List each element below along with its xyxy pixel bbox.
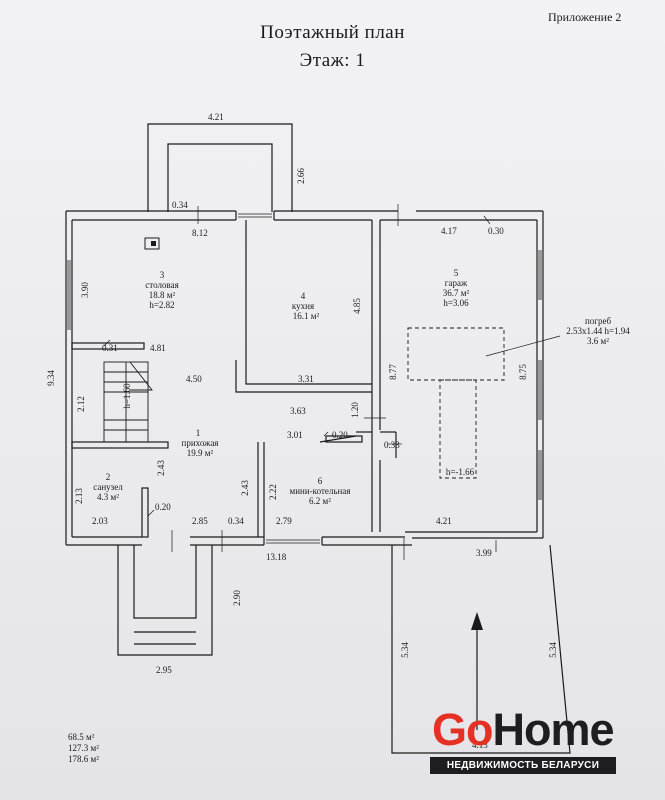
dim-label: 0.33	[384, 440, 400, 450]
dim-label: 3.90	[80, 282, 90, 298]
vertical-dimension-labels: 2.66 3.90 4.85 9.34 8.77 8.75 2.12 h=1.6…	[46, 168, 558, 658]
north-arrow-icon	[471, 612, 483, 730]
room-height: h=2.82	[149, 300, 174, 310]
dim-label: 2.22	[268, 484, 278, 500]
room-area: 6.2 м²	[309, 496, 331, 506]
room-name: столовая	[145, 280, 178, 290]
cellar-name: погреб	[585, 316, 612, 326]
room-number: 4	[301, 291, 306, 301]
dim-label: 2.79	[276, 516, 292, 526]
dim-label: 2.66	[296, 168, 306, 184]
appendix-label: Приложение 2	[548, 10, 622, 24]
logo-home: Home	[492, 704, 615, 755]
dim-label: 3.31	[298, 374, 314, 384]
dim-label: 8.75	[518, 364, 528, 380]
room-area: 4.3 м²	[97, 492, 119, 502]
logo-wordmark: GoHome	[432, 704, 615, 756]
room-name: кухня	[292, 301, 314, 311]
dim-label: 2.03	[92, 516, 108, 526]
dimension-labels: 4.21 0.34 8.12 4.17 0.30 0.31 4.81 4.50 …	[92, 112, 504, 750]
dim-label: 3.01	[287, 430, 303, 440]
dim-label: 5.34	[548, 642, 558, 658]
dim-label: h=1.60	[122, 383, 132, 409]
driveway	[391, 544, 571, 754]
room-labels: 3 столовая 18.8 м² h=2.82 4 кухня 16.1 м…	[93, 268, 630, 506]
dim-label: 4.85	[352, 298, 362, 314]
cellar-size: 2.53x1.44 h=1.94	[566, 326, 630, 336]
dim-label: 3.99	[476, 548, 492, 558]
cellar-outline	[407, 327, 505, 479]
dim-label: 0.34	[172, 200, 188, 210]
dim-label: 2.43	[156, 460, 166, 476]
dim-label: 0.20	[155, 502, 171, 512]
plan-title: Поэтажный план	[260, 22, 405, 43]
dim-label: 1.20	[350, 402, 360, 418]
room-area: 18.8 м²	[149, 290, 176, 300]
dim-label: 2.85	[192, 516, 208, 526]
entrance-stairs	[117, 545, 213, 656]
dim-label: 2.43	[240, 480, 250, 496]
windows	[67, 213, 542, 544]
dim-label: 4.17	[441, 226, 457, 236]
heater-icon	[144, 237, 160, 250]
room-number: 1	[196, 428, 201, 438]
staircase	[103, 361, 153, 443]
gohome-logo: GoHome НЕДВИЖИМОСТЬ БЕЛАРУСИ	[430, 704, 616, 774]
dim-label: 5.34	[400, 642, 410, 658]
dim-label: 8.12	[192, 228, 208, 238]
dim-label: 0.20	[332, 430, 348, 440]
dim-label: 2.95	[156, 665, 172, 675]
dim-label: 4.21	[208, 112, 224, 122]
room-name: прихожая	[182, 438, 219, 448]
logo-go: Go	[432, 704, 493, 755]
dim-label: 3.63	[290, 406, 306, 416]
exterior-walls	[65, 210, 544, 546]
dim-label: 2.90	[232, 590, 242, 606]
room-number: 5	[454, 268, 459, 278]
interior-walls	[71, 220, 397, 538]
cellar-area: 3.6 м²	[587, 336, 609, 346]
dim-label: 4.50	[186, 374, 202, 384]
total-living-area: 68.5 м²	[68, 732, 95, 742]
dim-label: 0.34	[228, 516, 244, 526]
porch-outline	[147, 123, 293, 212]
dimension-ticks	[103, 204, 561, 560]
room-area: 19.9 м²	[187, 448, 214, 458]
dim-label: 8.77	[388, 364, 398, 380]
room-name: санузел	[93, 482, 123, 492]
room-area: 16.1 м²	[293, 311, 320, 321]
room-height: h=3.06	[443, 298, 469, 308]
cellar-depth: h=-1.66	[446, 467, 475, 477]
dim-label: 4.13	[472, 740, 488, 750]
logo-tagline: НЕДВИЖИМОСТЬ БЕЛАРУСИ	[430, 757, 616, 774]
dim-label: 4.21	[436, 516, 452, 526]
dim-label: 2.12	[76, 396, 86, 412]
room-number: 2	[106, 472, 111, 482]
room-number: 6	[318, 476, 323, 486]
dim-label: 0.31	[102, 343, 118, 353]
dim-label: 2.13	[74, 488, 84, 504]
room-name: гараж	[445, 278, 468, 288]
room-area: 36.7 м²	[443, 288, 470, 298]
dim-label: 4.81	[150, 343, 166, 353]
dim-label: 0.30	[488, 226, 504, 236]
area-totals: 68.5 м² 127.3 м² 178.6 м²	[68, 732, 99, 765]
floor-label: Этаж: 1	[299, 50, 366, 71]
dim-label: 9.34	[46, 370, 56, 386]
room-number: 3	[160, 270, 165, 280]
total-area: 178.6 м²	[68, 754, 99, 764]
room-name: мини-котельная	[290, 486, 351, 496]
total-useful-area: 127.3 м²	[68, 743, 99, 753]
dim-label: 13.18	[266, 552, 287, 562]
